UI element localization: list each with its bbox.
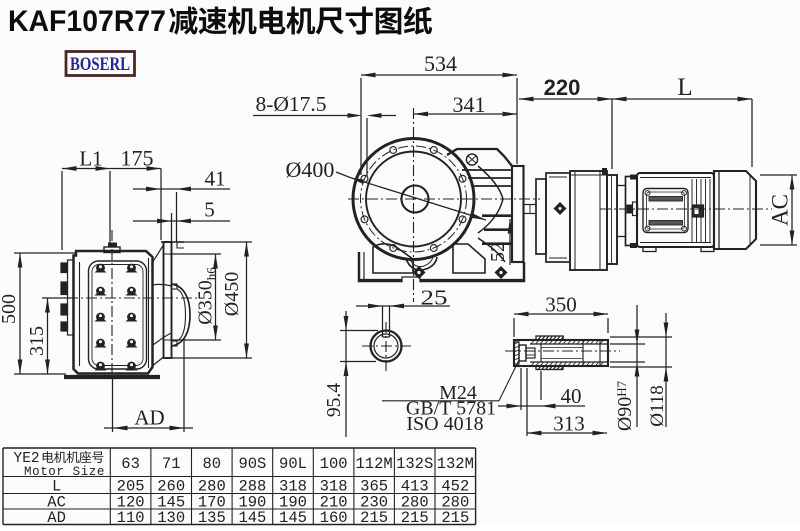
svg-text:L1: L1	[79, 147, 102, 171]
svg-text:280: 280	[441, 494, 469, 512]
svg-text:5: 5	[204, 198, 215, 222]
svg-text:AC: AC	[768, 194, 793, 226]
svg-text:190: 190	[238, 494, 266, 512]
svg-text:341: 341	[453, 92, 486, 117]
svg-text:Motor Size: Motor Size	[24, 465, 105, 479]
svg-text:M24: M24	[439, 382, 477, 404]
svg-text:AD: AD	[134, 406, 164, 430]
svg-text:130: 130	[157, 509, 185, 526]
svg-text:160: 160	[320, 509, 348, 526]
svg-text:215: 215	[441, 509, 469, 526]
svg-text:534: 534	[424, 51, 457, 76]
svg-text:90S: 90S	[238, 455, 266, 473]
svg-text:95.4: 95.4	[324, 383, 345, 417]
svg-text:315: 315	[26, 326, 48, 356]
svg-text:132S: 132S	[396, 455, 433, 473]
svg-text:100: 100	[320, 455, 348, 473]
svg-text:365: 365	[360, 478, 388, 496]
svg-text:80: 80	[202, 455, 221, 473]
svg-text:40: 40	[561, 384, 582, 408]
svg-text:205: 205	[117, 478, 145, 496]
svg-text:120: 120	[117, 494, 145, 512]
svg-text:350: 350	[545, 293, 577, 317]
svg-text:63: 63	[121, 455, 140, 473]
svg-text:Ø400: Ø400	[286, 157, 335, 182]
svg-text:313: 313	[553, 412, 585, 436]
svg-text:230: 230	[360, 494, 388, 512]
svg-text:112M: 112M	[355, 455, 392, 473]
svg-text:BOSERL: BOSERL	[70, 54, 130, 75]
svg-text:GB/T 5781: GB/T 5781	[406, 398, 496, 420]
svg-text:L: L	[677, 74, 692, 101]
svg-text:215: 215	[401, 509, 429, 526]
svg-text:AD: AD	[47, 509, 66, 526]
svg-text:452: 452	[441, 478, 469, 496]
svg-text:220: 220	[544, 75, 581, 100]
svg-text:Ø450: Ø450	[221, 272, 243, 316]
svg-text:AC: AC	[47, 494, 66, 512]
svg-text:280: 280	[198, 478, 226, 496]
svg-text:260: 260	[157, 478, 185, 496]
svg-text:190: 190	[279, 494, 307, 512]
svg-text:8-Ø17.5: 8-Ø17.5	[255, 92, 326, 116]
svg-text:L: L	[52, 478, 61, 496]
svg-text:110: 110	[117, 509, 145, 526]
svg-text:413: 413	[401, 478, 429, 496]
svg-text:318: 318	[320, 478, 348, 496]
svg-text:135: 135	[198, 509, 226, 526]
svg-text:500: 500	[0, 294, 20, 324]
svg-text:175: 175	[121, 146, 154, 171]
svg-text:41: 41	[205, 167, 226, 191]
svg-text:288: 288	[238, 478, 266, 496]
svg-text:Ø118: Ø118	[647, 385, 668, 427]
svg-text:YE2: YE2	[14, 451, 40, 467]
svg-text:ISO 4018: ISO 4018	[406, 413, 483, 435]
svg-text:71: 71	[162, 455, 181, 473]
svg-text:25: 25	[421, 286, 448, 310]
svg-text:145: 145	[157, 494, 185, 512]
svg-text:170: 170	[198, 494, 226, 512]
svg-text:215: 215	[360, 509, 388, 526]
svg-text:132M: 132M	[437, 455, 474, 473]
svg-text:90L: 90L	[279, 455, 307, 473]
svg-text:145: 145	[279, 509, 307, 526]
svg-text:52: 52	[487, 242, 509, 262]
svg-text:KAF107R77: KAF107R77	[8, 5, 166, 38]
svg-text:318: 318	[279, 478, 307, 496]
svg-text:210: 210	[320, 494, 348, 512]
svg-text:145: 145	[238, 509, 266, 526]
svg-text:280: 280	[401, 494, 429, 512]
